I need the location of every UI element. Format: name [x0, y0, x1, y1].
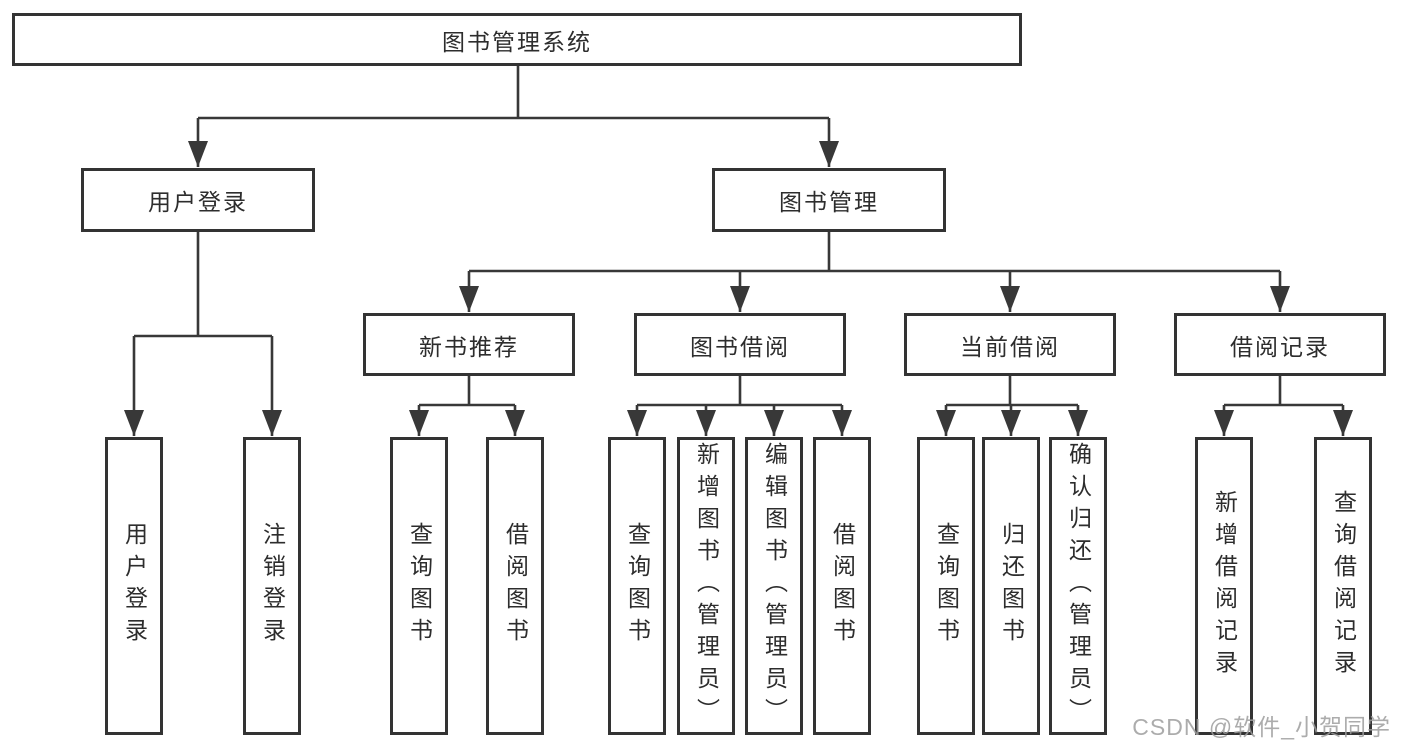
node-user-login: 用户登录 [81, 168, 315, 232]
node-root: 图书管理系统 [12, 13, 1022, 66]
node-new-book-recommend: 新书推荐 [363, 313, 575, 376]
connector-book-management [459, 232, 1290, 312]
leaf-borrow-books-borrowing-label: 借阅图书 [829, 522, 856, 650]
leaf-return-book-label: 归还图书 [998, 522, 1025, 650]
csdn-watermark: CSDN @软件_小贺同学 [1132, 714, 1391, 740]
leaf-query-books-recommend-label: 查询图书 [406, 522, 433, 650]
connector-book-borrowing [627, 376, 852, 436]
node-current-borrowing-label: 当前借阅 [960, 333, 1060, 360]
leaf-borrow-books-recommend: 借阅图书 [486, 437, 544, 735]
leaf-borrow-books-recommend-label: 借阅图书 [502, 522, 529, 650]
node-book-borrowing-label: 图书借阅 [690, 333, 790, 360]
node-book-management-label: 图书管理 [779, 189, 879, 215]
connector-new-book-recommend [409, 376, 525, 436]
leaf-query-books-current-label: 查询图书 [933, 522, 960, 650]
leaf-borrow-books-borrowing: 借阅图书 [813, 437, 871, 735]
connector-current-borrowing [936, 376, 1088, 436]
node-book-management: 图书管理 [712, 168, 946, 232]
leaf-query-books-borrowing: 查询图书 [608, 437, 666, 735]
leaf-query-borrow-record-label: 查询借阅记录 [1330, 490, 1357, 682]
node-borrowing-records: 借阅记录 [1174, 313, 1386, 376]
connector-borrowing-records [1214, 376, 1353, 436]
leaf-user-login-label: 用户登录 [121, 522, 148, 650]
leaf-query-books-recommend: 查询图书 [390, 437, 448, 735]
leaf-edit-book-admin: 编辑图书（管理员） [745, 437, 803, 735]
node-root-label: 图书管理系统 [442, 28, 592, 55]
leaf-edit-book-admin-label: 编辑图书（管理员） [761, 442, 788, 730]
leaf-query-books-borrowing-label: 查询图书 [624, 522, 651, 650]
node-book-borrowing: 图书借阅 [634, 313, 846, 376]
connector-root [188, 66, 839, 167]
leaf-query-borrow-record: 查询借阅记录 [1314, 437, 1372, 735]
leaf-logout: 注销登录 [243, 437, 301, 735]
node-current-borrowing: 当前借阅 [904, 313, 1116, 376]
node-borrowing-records-label: 借阅记录 [1230, 333, 1330, 360]
leaf-add-book-admin-label: 新增图书（管理员） [693, 442, 720, 730]
leaf-user-login: 用户登录 [105, 437, 163, 735]
leaf-logout-label: 注销登录 [259, 522, 286, 650]
leaf-add-borrow-record-label: 新增借阅记录 [1211, 490, 1238, 682]
connector-user-login [124, 232, 282, 436]
leaf-confirm-return-admin: 确认归还（管理员） [1049, 437, 1107, 735]
leaf-query-books-current: 查询图书 [917, 437, 975, 735]
leaf-return-book: 归还图书 [982, 437, 1040, 735]
node-new-book-recommend-label: 新书推荐 [419, 333, 519, 360]
leaf-add-book-admin: 新增图书（管理员） [677, 437, 735, 735]
leaf-confirm-return-admin-label: 确认归还（管理员） [1065, 442, 1092, 730]
leaf-add-borrow-record: 新增借阅记录 [1195, 437, 1253, 735]
node-user-login-label: 用户登录 [148, 189, 248, 215]
